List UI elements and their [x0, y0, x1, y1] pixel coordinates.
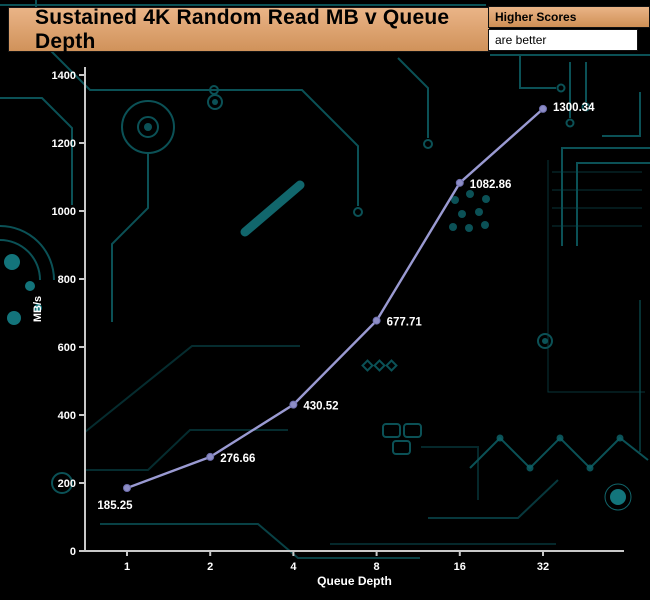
x-tick-label: 4: [290, 561, 297, 573]
y-tick-label: 600: [58, 342, 76, 354]
data-point: [289, 400, 298, 409]
x-tick-label: 32: [537, 561, 549, 573]
point-label: 1082.86: [470, 179, 512, 191]
y-tick-label: 0: [70, 546, 76, 558]
y-tick-label: 400: [58, 410, 76, 422]
y-axis-label: MB/s: [32, 295, 44, 323]
data-point: [123, 484, 131, 493]
x-axis-label: Queue Depth: [317, 574, 392, 588]
y-tick-label: 1400: [52, 70, 76, 82]
data-point: [539, 104, 547, 113]
x-tick-label: 8: [374, 561, 380, 573]
data-point: [372, 316, 381, 325]
x-tick-label: 16: [454, 561, 466, 573]
chart-title-text: Sustained 4K Random Read MB v Queue Dept…: [35, 5, 450, 53]
legend-are-better: are better: [488, 29, 638, 51]
legend: Higher Scores are better: [488, 6, 650, 51]
legend-higher-scores: Higher Scores: [488, 6, 650, 28]
x-tick-label: 1: [124, 561, 130, 573]
point-label: 677.71: [387, 317, 423, 329]
data-line: [126, 107, 544, 490]
y-tick-label: 200: [58, 478, 76, 490]
y-tick-label: 800: [58, 274, 76, 286]
point-label: 430.52: [303, 401, 338, 413]
data-point: [455, 178, 464, 187]
point-label: 185.25: [97, 500, 133, 512]
chart-title: Sustained 4K Random Read MB v Queue Dept…: [8, 5, 490, 53]
x-tick-label: 2: [207, 561, 213, 573]
y-tick-label: 1200: [52, 138, 76, 150]
point-label: 1300.34: [553, 102, 595, 114]
point-label: 276.66: [220, 453, 255, 465]
y-tick-label: 1000: [52, 206, 76, 218]
data-point: [206, 452, 215, 461]
